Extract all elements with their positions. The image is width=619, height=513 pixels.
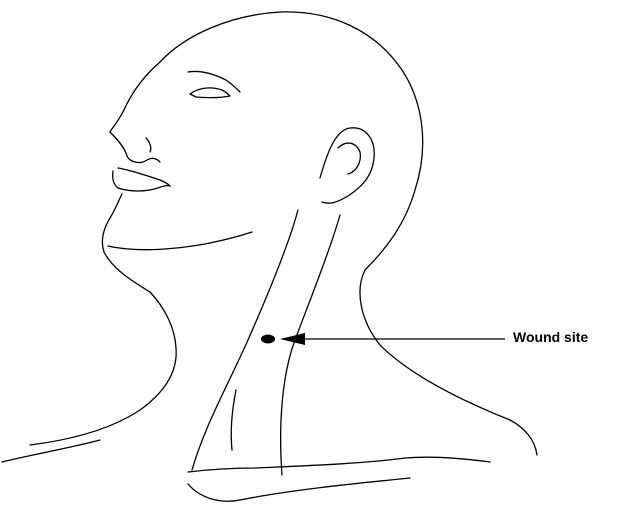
- lower-lip: [118, 186, 170, 191]
- eyebrow: [188, 71, 240, 92]
- neck-muscle-front: [192, 210, 298, 470]
- skull-outline: [160, 12, 537, 455]
- forehead-profile: [110, 62, 160, 132]
- ear-inner: [338, 143, 360, 174]
- upper-lip: [113, 171, 118, 188]
- shoulder-right: [405, 457, 490, 462]
- eye: [190, 88, 230, 98]
- nostril: [146, 138, 151, 152]
- wound-site-label: Wound site: [513, 329, 588, 345]
- wound-marker: [261, 335, 275, 344]
- ear-outer: [320, 128, 374, 203]
- chest-left: [2, 440, 100, 462]
- jaw-line: [108, 232, 252, 250]
- throat-outline: [30, 292, 176, 445]
- neck-muscle-mid: [231, 390, 236, 450]
- chin: [102, 194, 150, 292]
- callout-arrowhead: [280, 333, 305, 345]
- nose: [110, 132, 160, 163]
- clavicle: [188, 458, 405, 472]
- mouth: [118, 168, 170, 186]
- clavicle-lower: [188, 478, 410, 501]
- neck-muscle-back: [281, 215, 340, 475]
